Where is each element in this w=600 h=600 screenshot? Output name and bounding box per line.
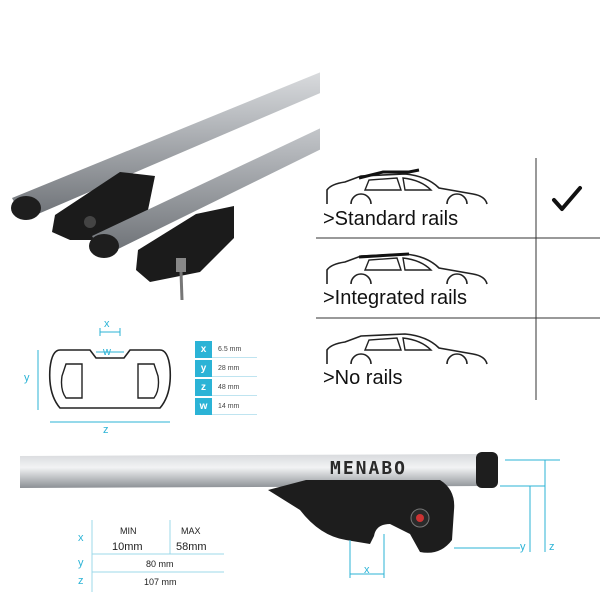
dim-row-y-key: y	[78, 557, 84, 569]
brand-logo: MENABO	[330, 458, 408, 479]
dim-row-x-key: x	[78, 532, 84, 544]
car-without-rails-icon	[326, 333, 488, 365]
spec-key: w	[195, 398, 212, 415]
bar-foot-side-view	[20, 452, 560, 578]
bar-z-label: z	[549, 541, 555, 553]
x-max-value: 58mm	[176, 541, 207, 553]
profile-z-label: z	[103, 424, 109, 436]
min-header: MIN	[120, 526, 137, 536]
profile-w-label: w	[103, 346, 111, 358]
car-with-integrated-rails-icon	[326, 252, 488, 285]
spec-key: z	[195, 379, 212, 396]
y-value: 80 mm	[146, 559, 174, 569]
bar-profile-diagram	[37, 328, 172, 423]
z-value: 107 mm	[144, 577, 177, 587]
profile-spec-table: x 6.5 mm y 28 mm z 48 mm w 14 mm	[195, 341, 257, 417]
spec-key: x	[195, 341, 212, 358]
profile-y-label: y	[24, 372, 30, 384]
spec-value: 28 mm	[212, 360, 257, 377]
spec-row-w: w 14 mm	[195, 398, 257, 415]
integrated-rails-label: >Integrated rails	[323, 287, 467, 309]
bar-y-label: y	[520, 541, 526, 553]
bar-x-label: x	[364, 564, 370, 576]
dim-row-z-key: z	[78, 575, 84, 587]
front-bar	[89, 128, 320, 301]
checkmark-icon	[552, 186, 582, 211]
spec-value: 48 mm	[212, 379, 257, 396]
max-header: MAX	[181, 526, 201, 536]
spec-row-z: z 48 mm	[195, 379, 257, 396]
no-rails-label: >No rails	[323, 367, 403, 389]
car-with-standard-rails-icon	[326, 168, 488, 205]
roof-bars-image	[11, 72, 320, 301]
spec-row-y: y 28 mm	[195, 360, 257, 377]
spec-key: y	[195, 360, 212, 377]
spec-value: 14 mm	[212, 398, 257, 415]
spec-row-x: x 6.5 mm	[195, 341, 257, 358]
spec-value: 6.5 mm	[212, 341, 257, 358]
profile-x-label: x	[104, 318, 110, 330]
compatibility-grid	[316, 158, 600, 400]
dimension-table-lines	[91, 520, 224, 592]
x-min-value: 10mm	[112, 541, 143, 553]
standard-rails-label: >Standard rails	[323, 208, 459, 230]
